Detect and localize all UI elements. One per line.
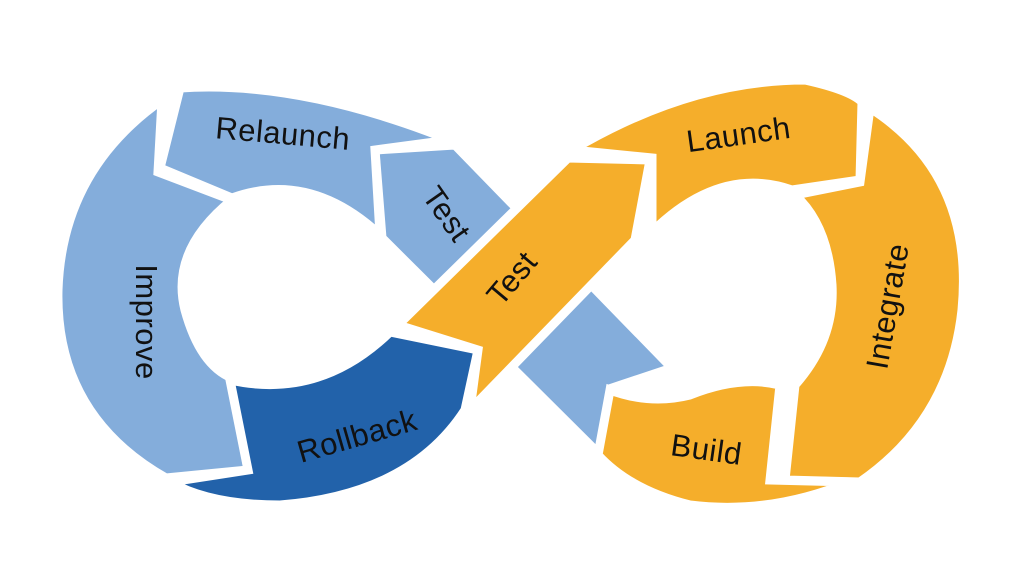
- segment-relaunch: [154, 82, 468, 246]
- segment-launch: [557, 75, 867, 243]
- segment-rollback: [156, 327, 484, 510]
- segment-build: [593, 377, 852, 512]
- segment-integrate: [780, 100, 968, 487]
- label-improve: Improve: [129, 264, 164, 379]
- segment-test-center: [389, 153, 656, 423]
- segment-improve: [53, 90, 254, 483]
